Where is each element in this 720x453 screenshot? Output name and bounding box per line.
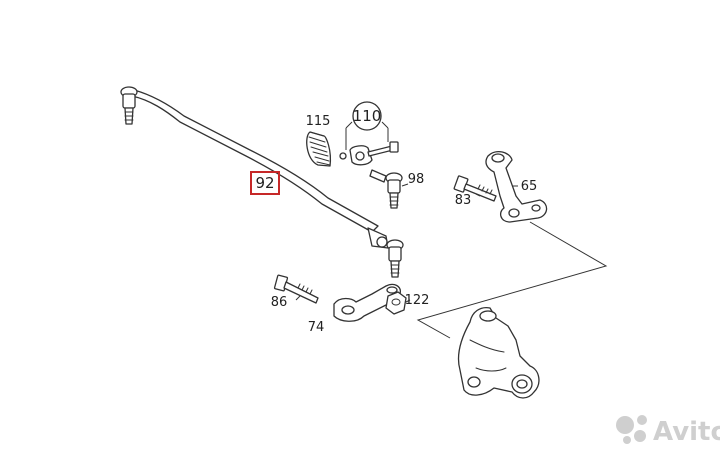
- connector-lines: [416, 221, 608, 339]
- label-110: 110: [353, 107, 382, 125]
- idler-arm-65: [485, 150, 548, 223]
- bolt-86: [273, 274, 319, 304]
- spring-115: [306, 131, 332, 167]
- leader-lines: [295, 183, 518, 303]
- bolt-83: [453, 175, 497, 202]
- label-65: 65: [521, 179, 538, 194]
- label-74: 74: [308, 320, 325, 335]
- label-92: 92: [255, 174, 274, 192]
- clamp-110: [339, 101, 399, 166]
- pitman-arm-74: [333, 283, 401, 322]
- label-122: 122: [405, 293, 430, 308]
- ball-joint-98: [369, 169, 403, 209]
- label-115: 115: [306, 114, 331, 129]
- nut-122: [385, 291, 407, 315]
- avito-dots-logo-icon: [616, 415, 647, 444]
- label-83: 83: [455, 193, 472, 208]
- tie-rod-92: [120, 86, 404, 278]
- label-86: 86: [271, 295, 288, 310]
- highlight-box-92: [250, 171, 280, 195]
- avito-watermark: Avito: [616, 415, 720, 447]
- watermark-text: Avito: [653, 417, 720, 447]
- steering-knuckle: [457, 306, 540, 399]
- label-98: 98: [408, 172, 425, 187]
